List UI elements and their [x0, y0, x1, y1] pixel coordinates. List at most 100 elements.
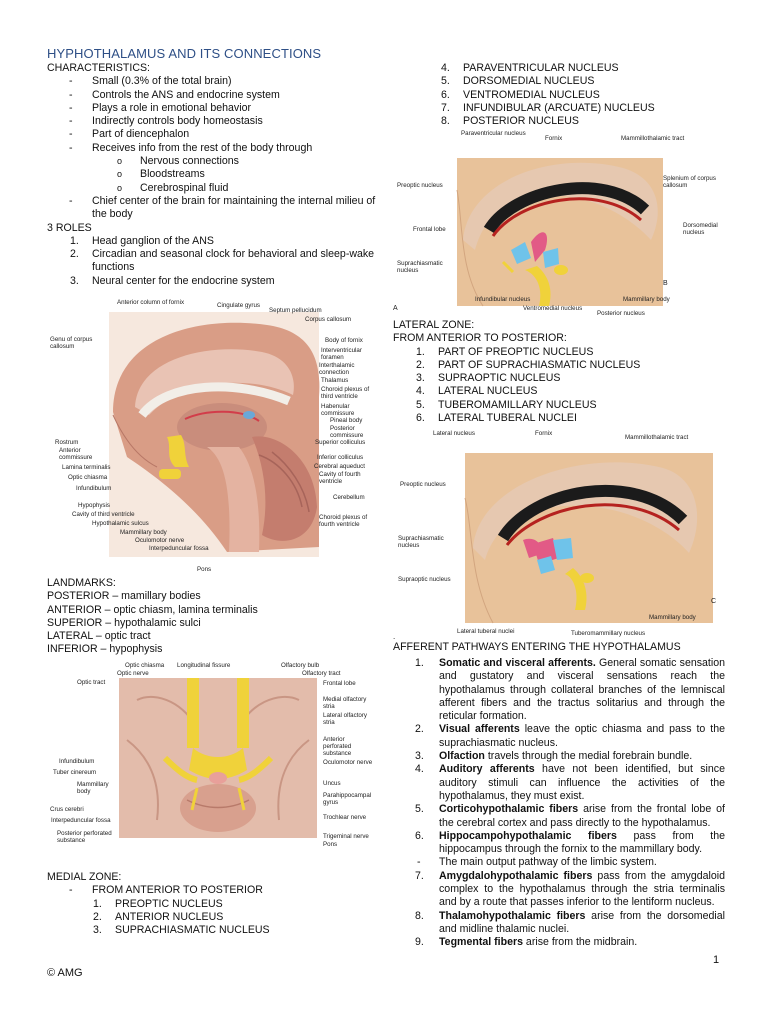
- fig2-label: Trigeminal nerve: [323, 833, 369, 840]
- fig1-label: Cerebellum: [333, 494, 365, 501]
- fig2-label: Medial olfactory stria: [323, 696, 367, 710]
- list-item: 2.ANTERIOR NUCLEUS: [93, 910, 224, 923]
- afferent-item: 4.Auditory afferents have not been ident…: [415, 763, 725, 802]
- fig1-label: Anterior column of fornix: [117, 299, 185, 306]
- fig1-label: Cerebral aqueduct: [314, 463, 365, 470]
- list-item: 5.DORSOMEDIAL NUCLEUS: [441, 75, 595, 88]
- list-item: Controls the ANS and endocrine system: [47, 89, 382, 103]
- fig4-label: Lateral nucleus: [433, 430, 475, 437]
- fig3-label: Posterior nucleus: [597, 310, 645, 317]
- fig1-label: Interpeduncular fossa: [149, 545, 209, 552]
- fig1-label: Septum pellucidum: [269, 307, 322, 314]
- fig2-label: Trochlear nerve: [323, 814, 367, 821]
- fig4-label: Supraoptic nucleus: [398, 576, 451, 583]
- fig1-label: Habenular commissure: [321, 403, 355, 417]
- fig3-label: A: [393, 305, 398, 312]
- fig1-label: Pineal body: [330, 417, 363, 424]
- fig2-label: Optic nerve: [117, 670, 149, 677]
- list-item: Chief center of the brain for maintainin…: [47, 195, 382, 222]
- list-item: 1.Head ganglion of the ANS: [70, 234, 214, 247]
- fig2-label: Tuber cinereum: [53, 769, 97, 776]
- fig2-label: Frontal lobe: [323, 680, 356, 687]
- fig3-label: B: [663, 280, 668, 287]
- fig1-label: Corpus callosum: [305, 316, 352, 323]
- fig3-label: Frontal lobe: [413, 226, 446, 233]
- fig1-label: Genu of corpus callosum: [50, 336, 93, 350]
- characteristics-heading: CHARACTERISTICS:: [47, 62, 151, 74]
- fig2-label: Optic tract: [77, 679, 106, 686]
- fig1-label: Cingulate gyrus: [217, 302, 260, 309]
- landmark-item: INFERIOR – hypophysis: [47, 643, 163, 656]
- fig1-label: Cavity of fourth ventricle: [319, 471, 361, 485]
- fig3-label: Paraventricular nucleus: [461, 130, 526, 137]
- list-item: Indirectly controls body homeostasis: [47, 115, 382, 129]
- fig1-label: Interthalamic connection: [319, 362, 355, 376]
- fig2-label: Interpeduncular fossa: [51, 817, 111, 824]
- medial-nuclei-illustration: [456, 158, 663, 307]
- afferent-item: -The main output pathway of the limbic s…: [417, 856, 657, 869]
- lateral-nuclei-illustration: [464, 453, 713, 624]
- afferent-heading: AFFERENT PATHWAYS ENTERING THE HYPOTHALA…: [393, 641, 681, 653]
- lateral-zone-heading: LATERAL ZONE:: [393, 319, 475, 331]
- fig2-label: Posterior perforated substance: [57, 830, 112, 844]
- landmark-item: SUPERIOR – hypothalamic sulci: [47, 616, 201, 629]
- list-item: 3.SUPRAOPTIC NUCLEUS: [416, 372, 561, 385]
- fig1-label: Mammillary body: [120, 529, 167, 536]
- figure-medial-nuclei: Paraventricular nucleus Fornix Mammillot…: [393, 130, 725, 317]
- fig3-label: Dorsomedial nucleus: [683, 222, 718, 236]
- fig1-label: Choroid plexus of third ventricle: [321, 386, 370, 400]
- afferent-item: 2.Visual afferents leave the optic chias…: [415, 723, 725, 749]
- fig3-label: Ventromedial nucleus: [523, 305, 583, 312]
- fig4-label: Suprachiasmatic nucleus: [398, 535, 444, 549]
- fig2-label: Lateral olfactory stria: [323, 712, 368, 726]
- afferent-list: 1.Somatic and visceral afferents. Genera…: [393, 657, 725, 950]
- figure-sagittal-brain: Anterior column of fornix Cingulate gyru…: [47, 297, 382, 575]
- fig2-label: Uncus: [323, 780, 341, 787]
- fig1-label: Infundibulum: [76, 485, 112, 492]
- afferent-item: 5.Corticohypothalamic fibers arise from …: [415, 803, 725, 829]
- afferent-item: 9.Tegmental fibers arise from the midbra…: [415, 936, 638, 949]
- fig2-label: Crus cerebri: [50, 806, 84, 813]
- list-item: Part of diencephalon: [47, 128, 382, 142]
- fig3-label: Infundibular nucleus: [475, 296, 531, 303]
- list-item: FROM ANTERIOR TO POSTERIOR: [47, 884, 382, 898]
- medial-zone-heading: MEDIAL ZONE:: [47, 871, 122, 883]
- list-item: 2.PART OF SUPRACHIASMATIC NUCLEUS: [416, 358, 641, 371]
- list-item: Receives info from the rest of the body …: [47, 142, 382, 156]
- list-item: 3.SUPRACHIASMATIC NUCLEUS: [93, 924, 270, 937]
- medial-zone-section: MEDIAL ZONE: FROM ANTERIOR TO POSTERIOR …: [47, 871, 382, 937]
- sub-list-item: Nervous connections: [47, 155, 382, 169]
- fig3-label: Fornix: [545, 135, 563, 142]
- afferent-section: . AFFERENT PATHWAYS ENTERING THE HYPOTHA…: [393, 633, 725, 654]
- fig4-label: C: [711, 598, 717, 605]
- list-item: 4.LATERAL NUCLEUS: [416, 385, 538, 398]
- list-item: 6.LATERAL TUBERAL NUCLEI: [416, 412, 577, 425]
- fig1-label: Choroid plexus of fourth ventricle: [319, 514, 368, 528]
- fig2-label: Optic chiasma: [125, 662, 165, 669]
- lateral-zone-section: LATERAL ZONE: FROM ANTERIOR TO POSTERIOR…: [393, 319, 725, 425]
- roles-heading: 3 ROLES: [47, 221, 92, 234]
- copyright: © AMG: [47, 967, 83, 979]
- list-item: 6.VENTROMEDIAL NUCLEUS: [441, 88, 600, 101]
- list-item: 7.INFUNDIBULAR (ARCUATE) NUCLEUS: [441, 101, 655, 114]
- fig1-label: Superior colliculus: [315, 439, 366, 446]
- landmarks-section: LANDMARKS: POSTERIOR – mamillary bodies …: [47, 577, 382, 657]
- fig1-label: Rostrum: [55, 439, 79, 446]
- landmarks-heading: LANDMARKS:: [47, 577, 116, 589]
- fig2-label: Olfactory tract: [302, 670, 341, 677]
- fig1-label: Posterior commissure: [330, 425, 364, 439]
- fig1-label: Optic chiasma: [68, 474, 108, 481]
- fig4-label: Preoptic nucleus: [400, 481, 446, 488]
- stray-dot: .: [393, 632, 396, 641]
- fig1-label: Anterior commissure: [59, 447, 93, 461]
- afferent-item: 6.Hippocampohypothalamic fibers pass fro…: [415, 829, 725, 856]
- fig1-label: Lamina terminalis: [62, 464, 111, 471]
- sagittal-brain-illustration: [109, 312, 320, 557]
- list-item: 8.POSTERIOR NUCLEUS: [441, 115, 579, 128]
- list-item: 1.PART OF PREOPTIC NUCLEUS: [416, 345, 594, 358]
- fig3-label: Mammillary body: [623, 296, 670, 303]
- inferior-brain-illustration: [119, 678, 317, 838]
- fig1-label: Hypothalamic sulcus: [92, 520, 149, 527]
- list-item: 2.Circadian and seasonal clock for behav…: [70, 248, 375, 274]
- fig1-label: Thalamus: [321, 377, 349, 384]
